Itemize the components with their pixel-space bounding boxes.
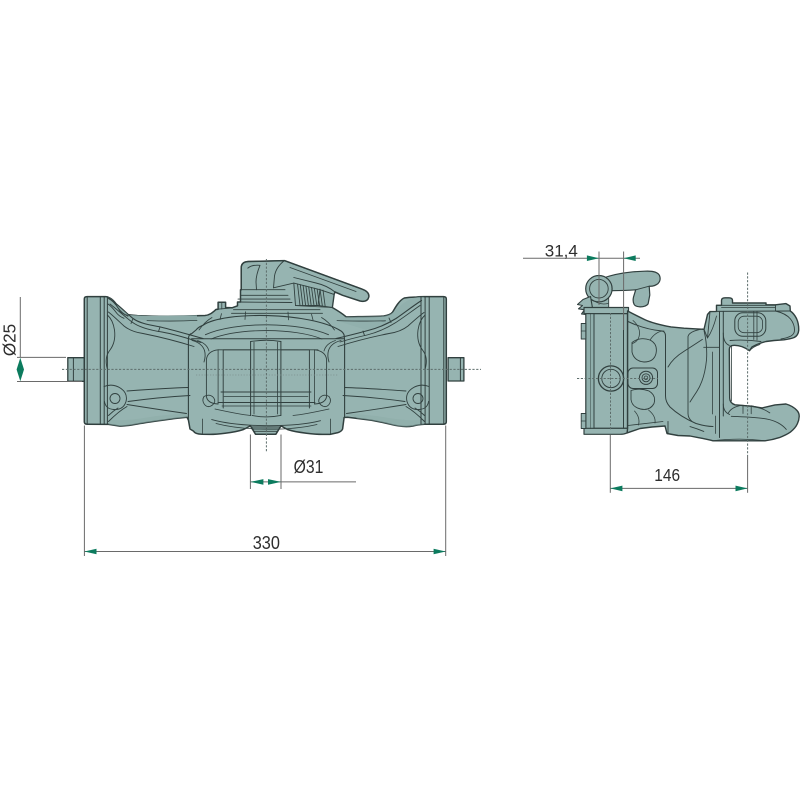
svg-text:31,4: 31,4: [545, 242, 578, 261]
svg-text:Ø31: Ø31: [294, 456, 324, 478]
svg-text:146: 146: [654, 465, 680, 485]
svg-text:330: 330: [253, 532, 280, 553]
svg-text:Ø25: Ø25: [0, 324, 20, 356]
